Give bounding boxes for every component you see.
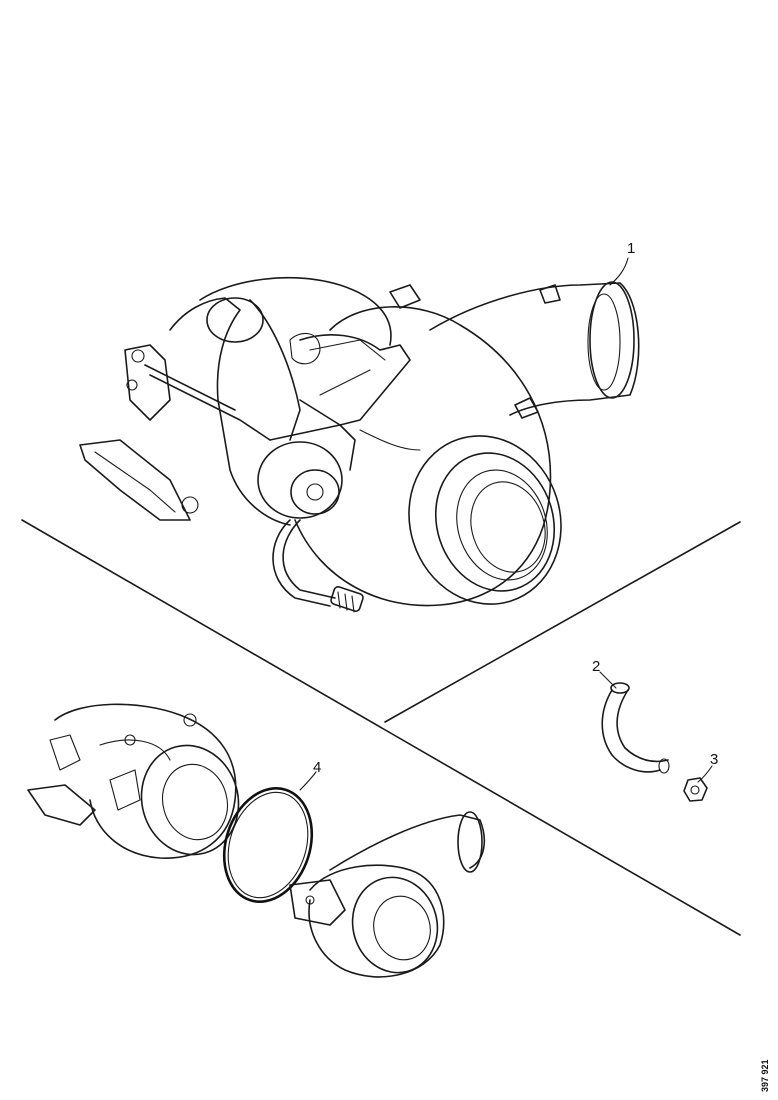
callout-leaders [299,257,713,791]
section-divider-lines [21,519,741,936]
callout-label-1: 1 [627,240,635,257]
callout-label-3: 3 [710,751,718,768]
turbine-housing-exploded [27,703,240,859]
callout-label-4: 4 [313,759,321,776]
callout-label-2: 2 [592,658,600,675]
compressor-housing-exploded [289,811,486,978]
hose-part-2 [601,682,670,774]
drawing-reference-number: 397 921 [760,1059,770,1092]
nut-part-3 [683,777,708,802]
turbocharger-assembly [79,277,640,613]
o-ring-part-4 [222,787,314,903]
